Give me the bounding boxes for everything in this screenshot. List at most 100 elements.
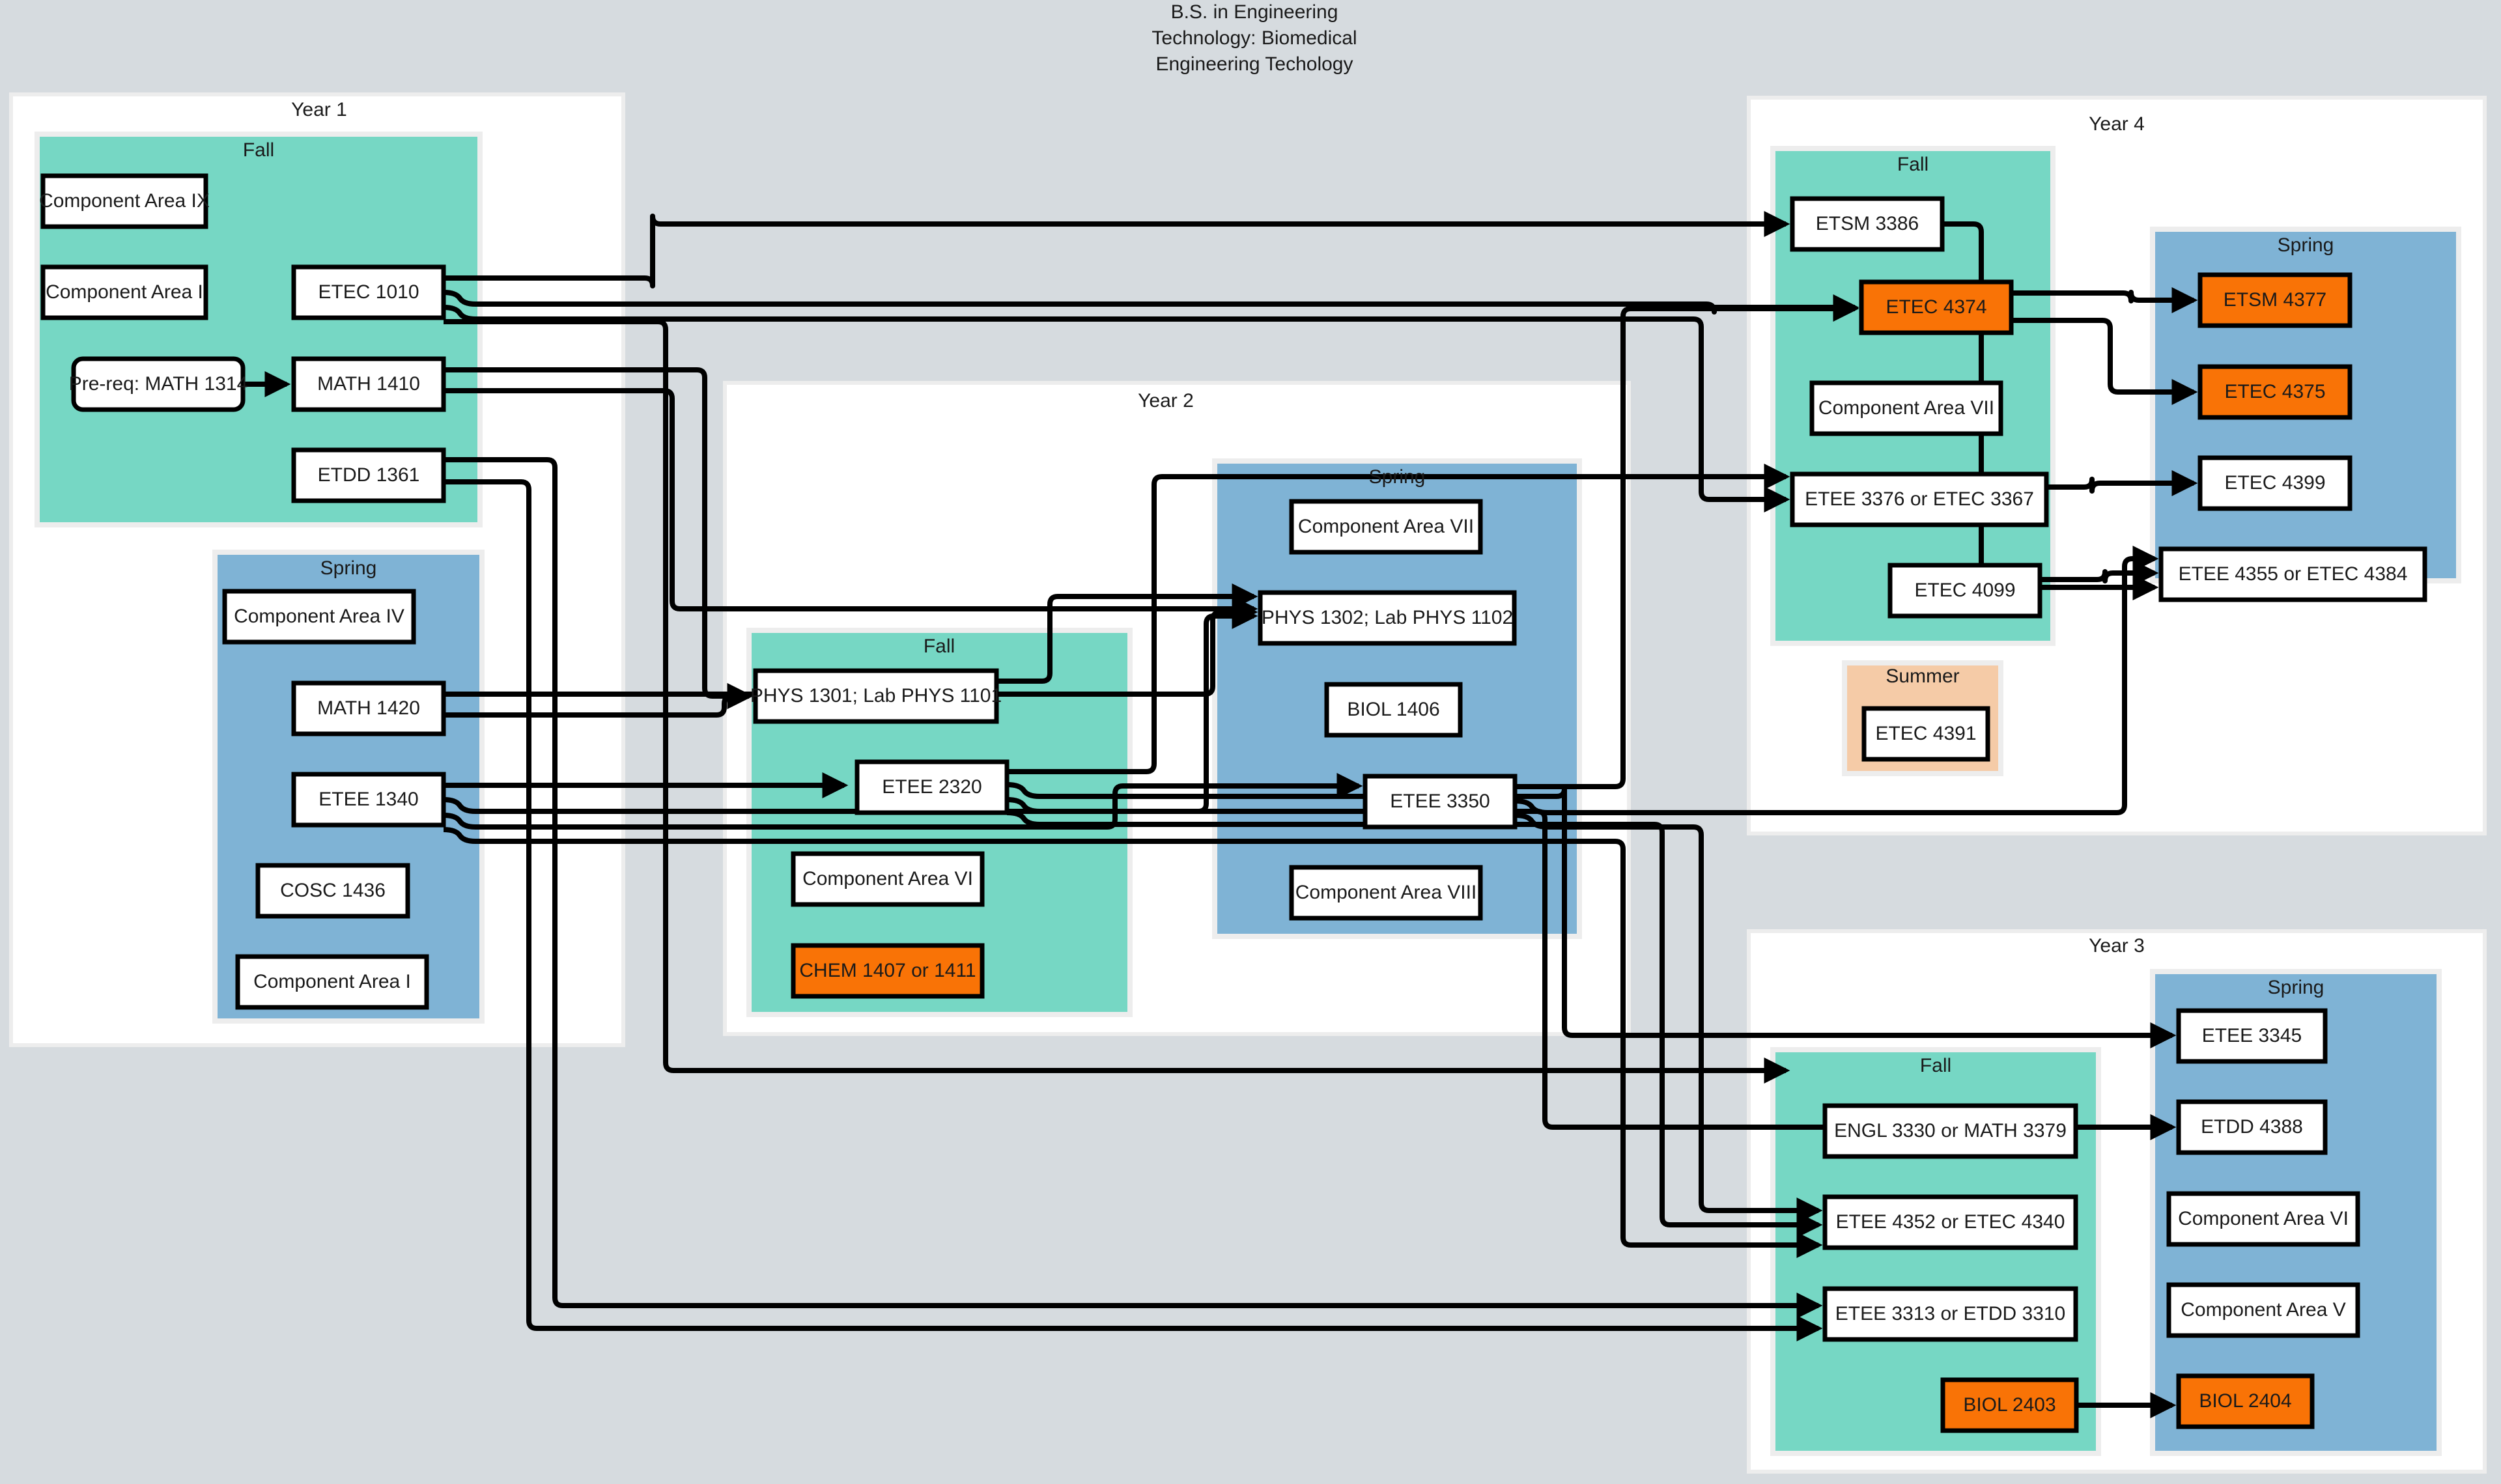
course-node-y1s-math1420[interactable]: MATH 1420 — [291, 680, 446, 736]
course-node-y2f-etee2320[interactable]: ETEE 2320 — [855, 759, 1010, 815]
course-box — [1324, 682, 1463, 738]
course-label: ETEC 4374 — [1886, 296, 1986, 318]
edge-y2f-etee2320-to-y3s-etee3345 — [1006, 782, 2177, 1048]
course-node-y3s-biol2404[interactable]: BIOL 2404 — [2176, 1373, 2315, 1429]
course-node-y4s-etee4355[interactable]: ETEE 4355 or ETEC 4384 — [2158, 546, 2427, 602]
course-node-y2s-etee3350[interactable]: ETEE 3350 — [1363, 774, 1518, 830]
course-box — [1289, 865, 1483, 921]
course-node-y4sm-etec4391[interactable]: ETEC 4391 — [1861, 706, 1990, 762]
course-node-y3s-etdd4388[interactable]: ETDD 4388 — [2176, 1099, 2328, 1155]
course-node-y3f-etee4352[interactable]: ETEE 4352 or ETEC 4340 — [1822, 1194, 2078, 1250]
course-label: ETEE 2320 — [882, 776, 982, 798]
course-node-y1f-etdd1361[interactable]: ETDD 1361 — [291, 447, 446, 503]
course-label: Component Area VIII — [1295, 882, 1477, 903]
course-node-y3f-engl3330[interactable]: ENGL 3330 or MATH 3379 — [1822, 1103, 2078, 1159]
course-label: ETEE 3345 — [2202, 1025, 2302, 1046]
course-node-y1f-prereq[interactable]: Pre-req: MATH 1314 — [69, 356, 248, 412]
course-node-y1s-ca1[interactable]: Component Area I — [235, 954, 429, 1010]
course-box — [1790, 471, 2049, 527]
edge-y2s-etee3350-to-y3f-etee4352 — [1514, 813, 1823, 1224]
year-label-year3: Year 3 — [2089, 935, 2145, 957]
edge-y1f-etdd1361-to-y3f-etee3313 — [444, 479, 1823, 1341]
course-box — [1790, 196, 1945, 252]
course-node-y2s-phys1302[interactable]: PHYS 1302; Lab PHYS 1102 — [1258, 590, 1517, 646]
course-box — [40, 264, 208, 320]
term-label-y3-fall: Fall — [1920, 1055, 1951, 1076]
course-box — [2176, 1099, 2328, 1155]
term-label-y1-spring: Spring — [320, 557, 377, 579]
course-box — [235, 954, 429, 1010]
edge-y4f-etec4374-to-y4s-etsm4377 — [2011, 287, 2198, 313]
course-box — [291, 447, 446, 503]
course-node-y1s-cosc1436[interactable]: COSC 1436 — [255, 863, 410, 919]
course-label: ETEE 3350 — [1390, 791, 1490, 812]
course-box — [291, 356, 446, 412]
course-box — [1859, 279, 2014, 335]
course-label: ETDD 4388 — [2201, 1116, 2303, 1138]
course-node-y1f-ca9[interactable]: Component Area IX — [39, 173, 210, 229]
diagram-title-line1: B.S. in Engineering — [1171, 1, 1338, 23]
course-label: Component Area I — [253, 971, 411, 992]
course-node-y3f-biol2403[interactable]: BIOL 2403 — [1940, 1377, 2079, 1433]
edge-y1f-etec1010-to-y4f-etee3376 — [444, 319, 1790, 1084]
course-node-y3s-ca6[interactable]: Component Area VI — [2166, 1191, 2360, 1247]
course-box — [40, 173, 208, 229]
course-node-y3s-ca5[interactable]: Component Area V — [2166, 1282, 2360, 1338]
course-label: ETEE 3376 or ETEC 3367 — [1805, 488, 2034, 510]
course-node-y4f-etsm3386[interactable]: ETSM 3386 — [1790, 196, 1945, 252]
course-node-y1f-etec1010[interactable]: ETEC 1010 — [291, 264, 446, 320]
course-label: Pre-req: MATH 1314 — [69, 373, 248, 395]
course-label: PHYS 1302; Lab PHYS 1102 — [1262, 607, 1513, 628]
course-node-y2s-ca7[interactable]: Component Area VII — [1289, 499, 1483, 555]
course-box — [291, 772, 446, 828]
course-label: Component Area V — [2181, 1299, 2346, 1321]
term-label-y4-fall: Fall — [1897, 154, 1929, 175]
course-node-y2f-chem[interactable]: CHEM 1407 or 1411 — [791, 943, 985, 999]
year-label-year4: Year 4 — [2089, 113, 2145, 135]
course-node-y4f-etec4099[interactable]: ETEC 4099 — [1887, 563, 2042, 619]
course-box — [1822, 1194, 2078, 1250]
course-label: ENGL 3330 or MATH 3379 — [1834, 1120, 2067, 1141]
course-node-y1s-etee1340[interactable]: ETEE 1340 — [291, 772, 446, 828]
course-node-y2s-ca8[interactable]: Component Area VIII — [1289, 865, 1483, 921]
prerequisite-edges-layer — [243, 211, 2198, 1418]
course-node-y1f-math1410[interactable]: MATH 1410 — [291, 356, 446, 412]
course-node-y1f-ca1[interactable]: Component Area I — [40, 264, 208, 320]
course-box — [791, 943, 985, 999]
course-node-y3f-etee3313[interactable]: ETEE 3313 or ETDD 3310 — [1822, 1286, 2078, 1342]
labels-layer: B.S. in Engineering Technology: Biomedic… — [243, 1, 2334, 1076]
edge-y4f-etec4374-to-y4s-etec4375 — [2011, 318, 2198, 405]
course-node-y2f-ca6[interactable]: Component Area VI — [791, 851, 985, 907]
course-label: ETSM 4377 — [2224, 289, 2326, 311]
course-label: ETEE 1340 — [318, 789, 418, 810]
course-label: Component Area IV — [234, 606, 404, 627]
course-node-y4s-etec4399[interactable]: ETEC 4399 — [2197, 455, 2353, 511]
course-box — [291, 680, 446, 736]
term-label-y1-fall: Fall — [243, 139, 274, 161]
diagram-title-line3: Engineering Techology — [1155, 53, 1353, 75]
course-node-y4s-etsm4377[interactable]: ETSM 4377 — [2197, 272, 2353, 328]
course-node-y3s-etee3345[interactable]: ETEE 3345 — [2176, 1008, 2328, 1064]
course-node-y4f-etec4374[interactable]: ETEC 4374 — [1859, 279, 2014, 335]
course-node-y4f-etee3376[interactable]: ETEE 3376 or ETEC 3367 — [1790, 471, 2049, 527]
course-node-y1s-ca4[interactable]: Component Area IV — [222, 589, 416, 645]
edge-y4f-etee3376-to-y4s-etec4399 — [2046, 470, 2198, 496]
course-label: ETEC 1010 — [318, 281, 419, 303]
course-label: ETSM 3386 — [1816, 213, 1919, 234]
term-label-y4-summer: Summer — [1886, 665, 1959, 687]
term-label-y2-spring: Spring — [1369, 466, 1426, 488]
edge-y4f-etec4099-to-y4s-etee4355 — [2040, 560, 2159, 586]
course-box — [1809, 380, 2003, 436]
course-node-y4f-ca7[interactable]: Component Area VII — [1809, 380, 2003, 436]
course-box — [1887, 563, 2042, 619]
course-node-y2s-biol1406[interactable]: BIOL 1406 — [1324, 682, 1463, 738]
course-label: Component Area I — [46, 281, 203, 303]
edge-y1f-etec1010-to-y4f-etee3376 — [443, 305, 1790, 512]
course-label: CHEM 1407 or 1411 — [799, 960, 976, 981]
course-node-y2f-phys1301[interactable]: PHYS 1301; Lab PHYS 1101 — [750, 668, 1002, 724]
year-label-year2: Year 2 — [1138, 390, 1194, 412]
course-node-y4s-etec4375[interactable]: ETEC 4375 — [2197, 364, 2353, 420]
edge-y2f-phys1301-to-y2s-phys1302 — [996, 583, 1258, 684]
course-label: Component Area VI — [2178, 1208, 2349, 1229]
course-box — [1363, 774, 1518, 830]
